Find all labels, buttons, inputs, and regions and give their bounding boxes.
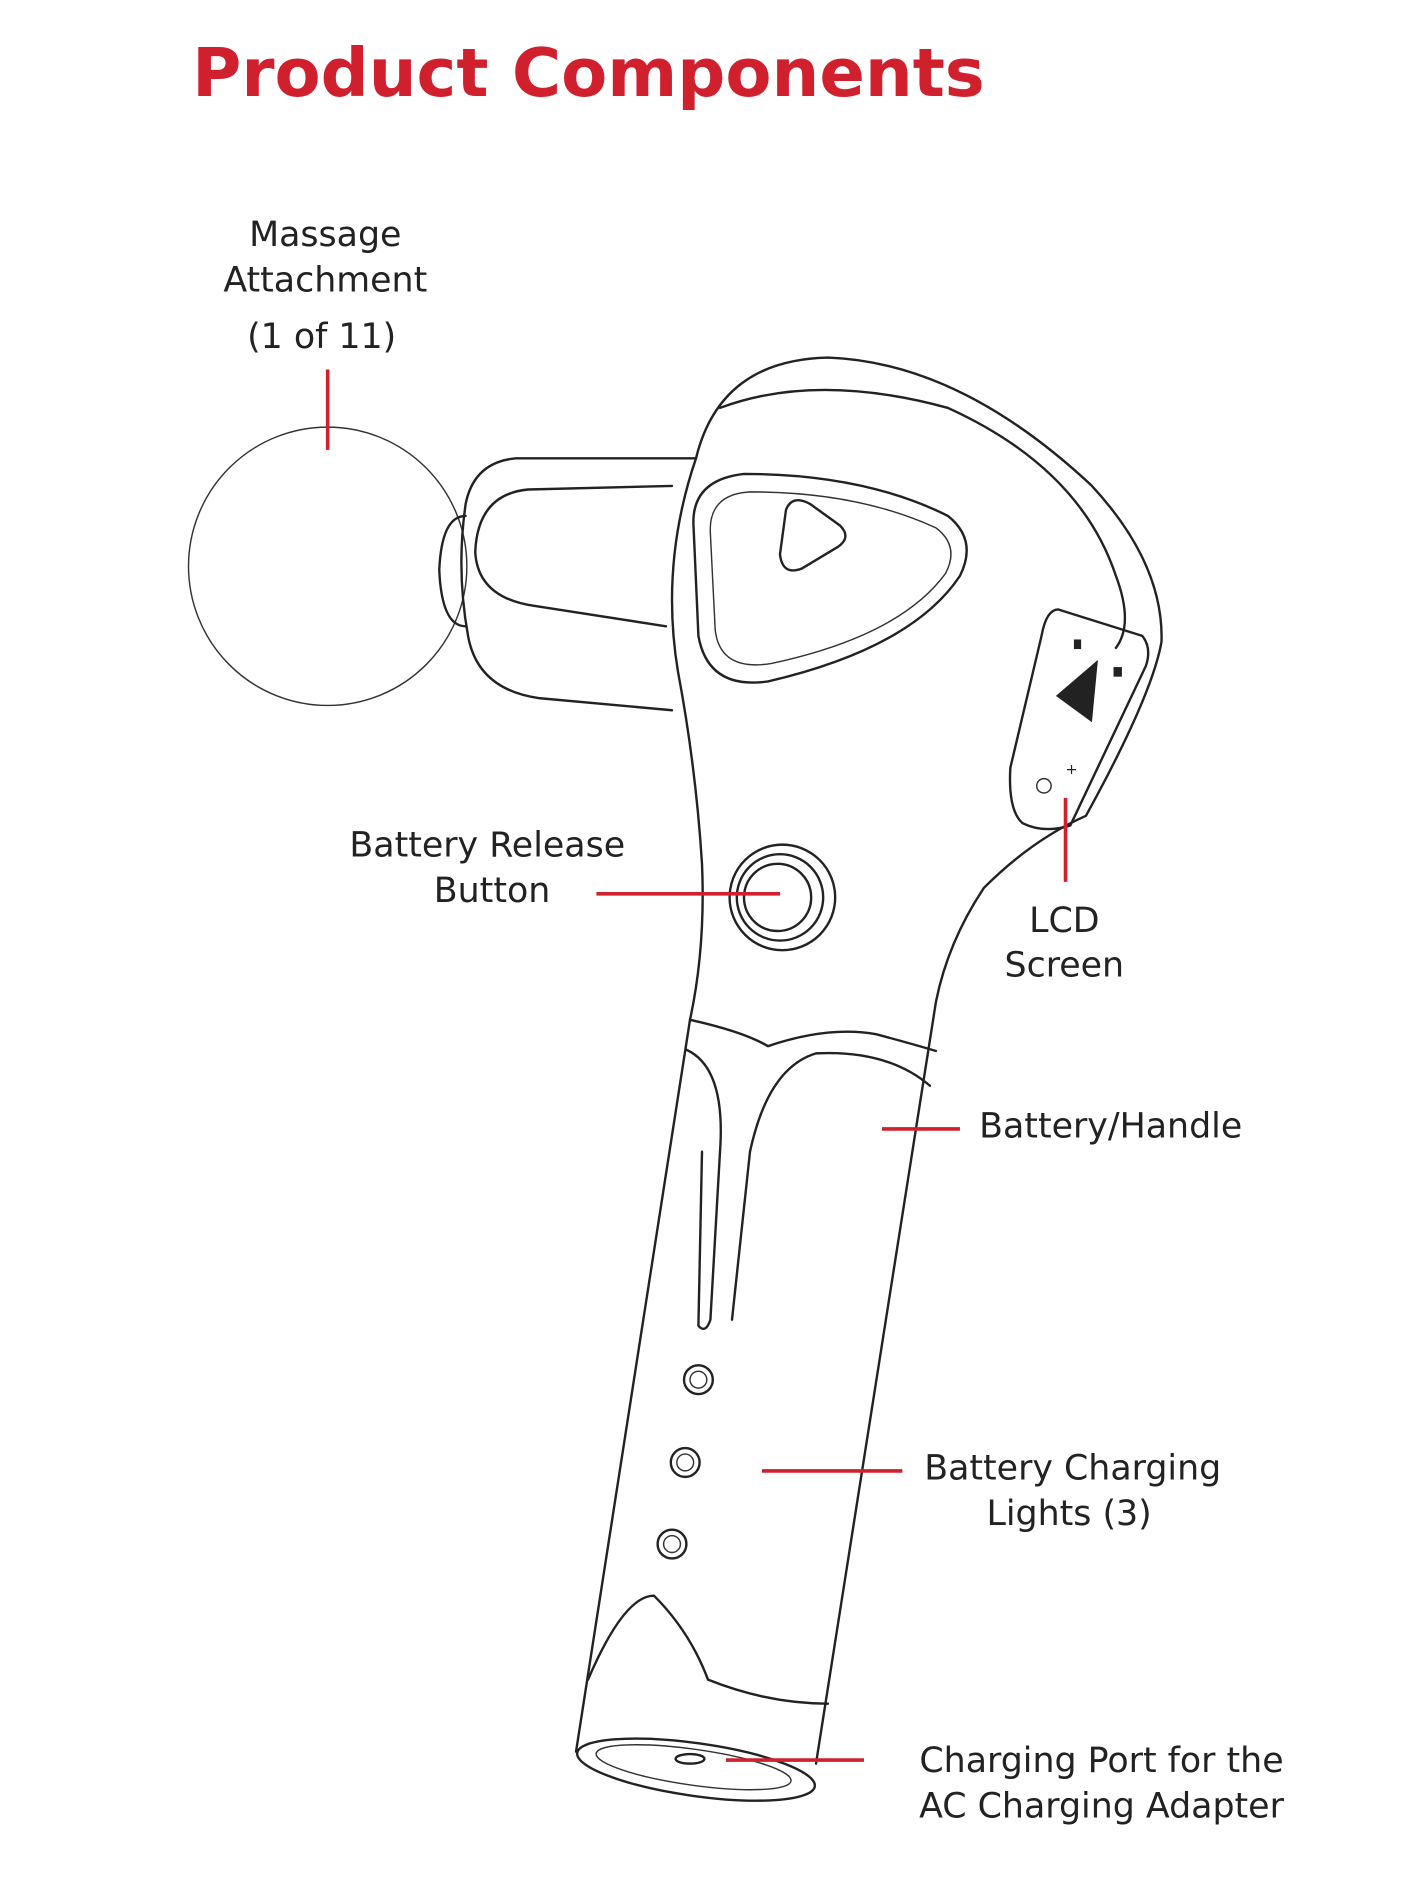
grip-slot-right bbox=[730, 1051, 932, 1321]
massage-attachment-ball bbox=[187, 426, 468, 707]
battery-icon bbox=[1073, 639, 1082, 650]
svg-text:AC Charging Adapter: AC Charging Adapter bbox=[919, 1787, 1284, 1827]
battery-icon bbox=[1113, 667, 1122, 677]
svg-text:Battery Charging: Battery Charging bbox=[924, 1448, 1221, 1488]
svg-text:Button: Button bbox=[434, 871, 551, 911]
arm-inner-oval bbox=[474, 484, 674, 628]
charging-port bbox=[674, 1752, 706, 1765]
massage-gun-illustration: + bbox=[187, 356, 1163, 1802]
battery-release-button[interactable] bbox=[728, 843, 837, 952]
handle-base bbox=[575, 1737, 817, 1802]
grip-slot bbox=[685, 1048, 722, 1330]
svg-text:(1 of 11): (1 of 11) bbox=[247, 317, 396, 357]
label-battery-charging-lights: Battery Charging Lights (3) bbox=[924, 1448, 1221, 1534]
plus-icon: + bbox=[1066, 762, 1078, 778]
svg-text:Charging Port for the: Charging Port for the bbox=[919, 1741, 1283, 1781]
svg-text:Massage: Massage bbox=[249, 215, 401, 255]
label-massage-attachment: Massage Attachment (1 of 11) bbox=[223, 215, 427, 357]
svg-text:LCD: LCD bbox=[1029, 901, 1099, 941]
label-lcd-screen: LCD Screen bbox=[1005, 901, 1125, 985]
play-button-icon bbox=[778, 499, 847, 572]
control-panel bbox=[692, 472, 968, 684]
svg-text:Attachment: Attachment bbox=[223, 261, 427, 301]
gun-body-left bbox=[574, 457, 704, 1753]
attachment-collar bbox=[438, 514, 467, 628]
svg-text:Screen: Screen bbox=[1005, 946, 1125, 986]
svg-text:Lights (3): Lights (3) bbox=[986, 1494, 1151, 1534]
label-battery-handle: Battery/Handle bbox=[979, 1106, 1242, 1146]
gun-head-outline bbox=[694, 356, 1163, 1765]
power-icon bbox=[1036, 777, 1052, 794]
label-charging-port: Charging Port for the AC Charging Adapte… bbox=[919, 1741, 1284, 1827]
intensity-bars-icon bbox=[1055, 659, 1098, 723]
lcd-screen bbox=[1008, 608, 1150, 831]
label-battery-release-button: Battery Release Button bbox=[349, 826, 625, 912]
gun-arm bbox=[460, 457, 698, 712]
svg-text:Battery Release: Battery Release bbox=[349, 826, 625, 866]
handle-band bbox=[688, 1018, 938, 1053]
page-title: Product Components bbox=[192, 34, 985, 112]
handle-base-band bbox=[586, 1594, 830, 1705]
head-inner-line bbox=[718, 388, 1127, 650]
leader-lines bbox=[325, 369, 1068, 1762]
battery-charging-lights bbox=[656, 1364, 715, 1560]
